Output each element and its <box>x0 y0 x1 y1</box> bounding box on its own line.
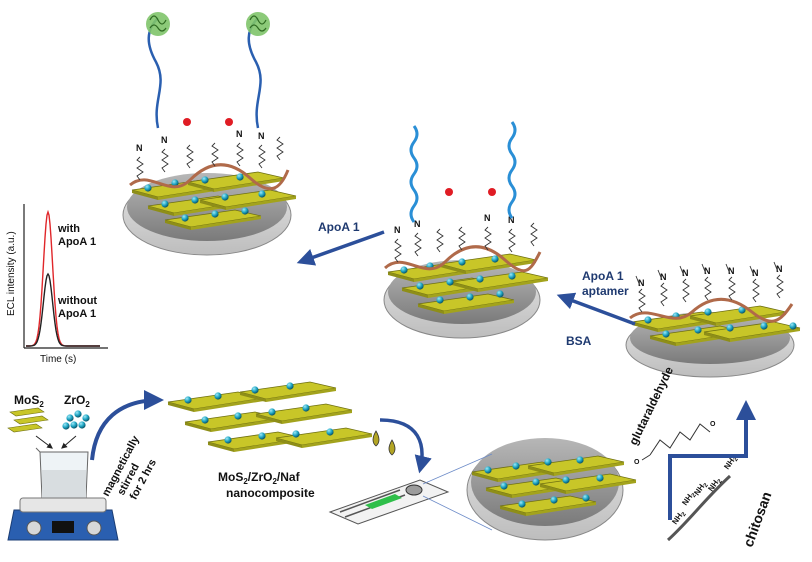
arrow-apoa-binding <box>296 230 385 266</box>
apoa-protein-icon <box>246 12 270 36</box>
apoa-protein-icon <box>146 12 170 36</box>
mix-arrow-left <box>35 435 53 449</box>
ecl-without-label-2: ApoA 1 <box>58 308 96 320</box>
nanocomposite-label: MoS2/ZrO2/Naf <box>218 470 301 486</box>
svg-text:N: N <box>508 215 515 225</box>
ecl-x-label: Time (s) <box>40 354 76 365</box>
svg-text:N: N <box>638 278 645 288</box>
ecl-with-label-1: with <box>57 223 80 235</box>
svg-text:N: N <box>161 135 168 145</box>
mix-arrow-right <box>61 435 77 449</box>
svg-text:N: N <box>414 219 421 229</box>
ecl-plot: ECL intensity (a.u.) Time (s) with ApoA … <box>6 204 108 365</box>
glutaraldehyde-molecule-icon: O O <box>634 421 716 466</box>
zro2-label: ZrO2 <box>64 393 90 409</box>
zro2-particles-icon <box>62 410 90 430</box>
glutaraldehyde-label: glutaraldehyde <box>626 364 676 447</box>
svg-text:N: N <box>236 129 243 139</box>
svg-text:N: N <box>704 266 711 276</box>
electrode-aptamer: N N N N <box>383 121 549 339</box>
svg-text:N: N <box>484 213 491 223</box>
beaker-icon <box>35 447 89 499</box>
svg-text:N: N <box>682 268 689 278</box>
stirring-label: magnetically stirred for 2 hrs <box>100 431 166 510</box>
mos2-flakes-icon <box>7 407 49 433</box>
ecl-y-label: ECL intensity (a.u.) <box>6 231 17 316</box>
magnetic-stirrer-icon <box>7 497 119 541</box>
svg-text:N: N <box>394 225 401 235</box>
electrode-nanocomposite <box>466 438 637 541</box>
linkers-final: N N N N <box>136 129 284 181</box>
chitosan-molecule-icon <box>666 474 732 542</box>
ecl-with-label-2: ApoA 1 <box>58 236 96 248</box>
bsa-markers-final <box>183 118 233 126</box>
arrow-mix-to-composite <box>90 390 164 461</box>
bsa-step-label: BSA <box>566 334 592 348</box>
nanocomposite-label-2: nanocomposite <box>226 486 315 500</box>
aptamer-step-label-1: ApoA 1 <box>582 269 624 283</box>
svg-text:N: N <box>136 143 143 153</box>
chitosan-chain-activated <box>629 297 794 323</box>
bsa-markers-aptamer <box>445 188 496 196</box>
arrow-aptamer-bsa <box>556 292 636 326</box>
linkers-activated: N N N N N N N <box>635 261 784 313</box>
electrode-activated: N N N N N N N <box>625 261 801 378</box>
aptamer-step-label-2: aptamer <box>582 284 629 298</box>
svg-text:N: N <box>258 131 265 141</box>
aptamer-strand-free-1 <box>409 125 419 223</box>
aptamer-strand-free-2 <box>507 121 517 219</box>
svg-text:N: N <box>776 264 783 274</box>
svg-text:O: O <box>634 459 640 466</box>
ecl-curve-without <box>26 272 100 347</box>
arrow-chitosan-to-activated <box>668 400 756 520</box>
linkers-aptamer: N N N N <box>394 213 538 263</box>
chitosan-chain-aptamer <box>383 245 542 273</box>
svg-text:N: N <box>752 268 759 278</box>
svg-text:N: N <box>728 266 735 276</box>
chitosan-label: chitosan <box>740 489 775 549</box>
droplet-icon <box>372 430 396 456</box>
chitosan-chain-final <box>129 163 290 191</box>
mos2-label: MoS2 <box>14 393 44 409</box>
svg-text:O: O <box>710 421 716 428</box>
screen-printed-electrode <box>328 453 493 531</box>
chitosan-nh2-groups: NH2 NH2 NH2 NH2 NH2 <box>670 456 740 526</box>
arrow-composite-to-chip <box>379 418 432 474</box>
apoa-step-label: ApoA 1 <box>318 220 360 234</box>
svg-text:N: N <box>660 272 667 282</box>
electrode-final: N N N N <box>122 12 297 256</box>
ecl-without-label-1: without <box>57 295 97 307</box>
nanocomposite-sheets <box>167 381 373 453</box>
